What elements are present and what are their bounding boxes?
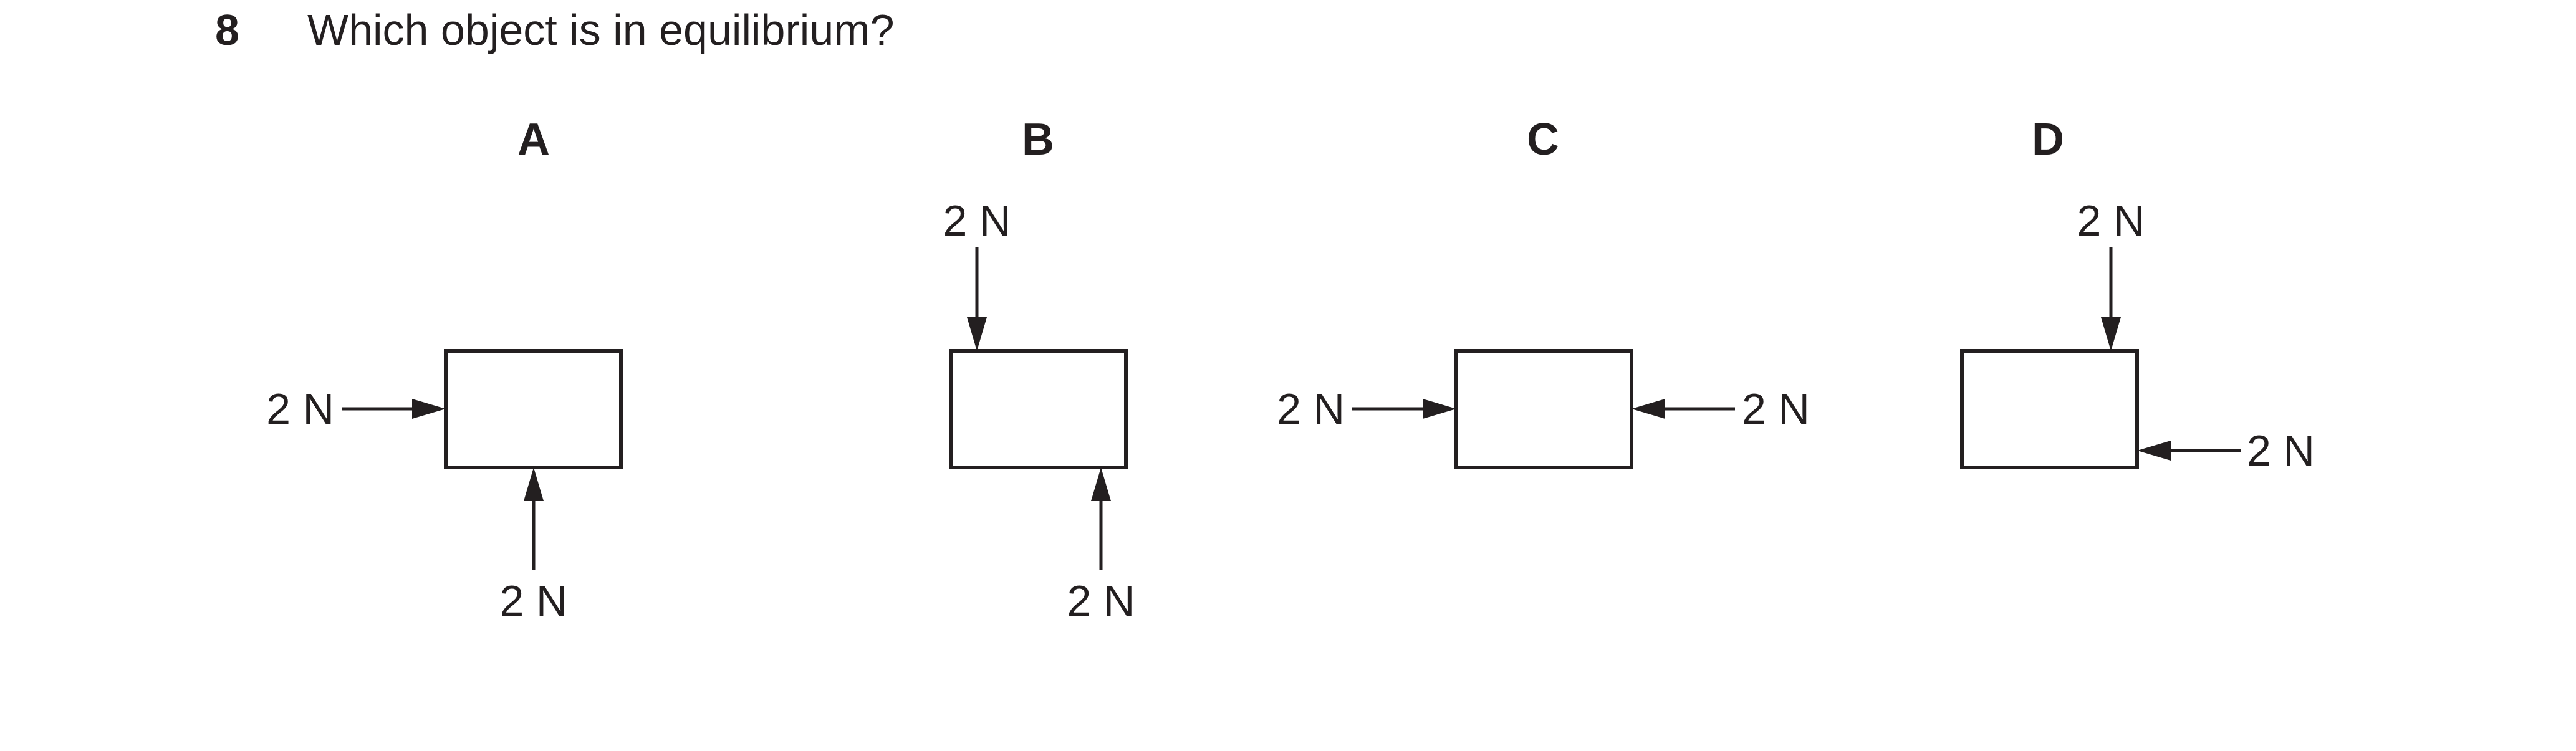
option-d: D 2 N 2 N [1960, 115, 2315, 475]
option-a-left-force-arrowhead [412, 399, 446, 419]
option-d-letter: D [2032, 115, 2064, 165]
option-c: C 2 N 2 N [1277, 115, 1810, 469]
option-d-top-force-arrowhead [2101, 317, 2121, 351]
option-d-top-force-label: 2 N [2077, 196, 2145, 245]
option-c-object-box [1454, 349, 1633, 469]
option-c-left-force-label: 2 N [1277, 385, 1345, 433]
option-c-right-force-label: 2 N [1742, 385, 1810, 433]
option-a-object-box [444, 349, 623, 469]
option-a-letter: A [517, 115, 550, 165]
option-a-left-force-label: 2 N [266, 385, 334, 433]
option-b-bottom-force-arrowhead [1091, 467, 1111, 501]
option-b-letter: B [1022, 115, 1054, 165]
option-b-top-force-arrowhead [967, 317, 987, 351]
option-b: B 2 N 2 N [943, 115, 1135, 625]
option-d-object-box [1960, 349, 2139, 469]
option-c-letter: C [1527, 115, 1559, 165]
question-number: 8 [215, 6, 239, 54]
option-b-object-box [949, 349, 1128, 469]
option-b-top-force-label: 2 N [943, 196, 1011, 245]
question-text: Which object is in equilibrium? [307, 6, 895, 54]
option-c-right-force-arrowhead [1632, 399, 1665, 419]
option-a-bottom-force-arrowhead [524, 467, 544, 501]
option-a: A 2 N 2 N [266, 115, 623, 625]
option-d-right-force-label: 2 N [2247, 426, 2315, 475]
option-b-bottom-force-label: 2 N [1067, 576, 1135, 625]
option-a-bottom-force-label: 2 N [500, 576, 568, 625]
option-d-right-force-arrowhead [2137, 441, 2171, 461]
option-c-left-force-arrowhead [1423, 399, 1456, 419]
